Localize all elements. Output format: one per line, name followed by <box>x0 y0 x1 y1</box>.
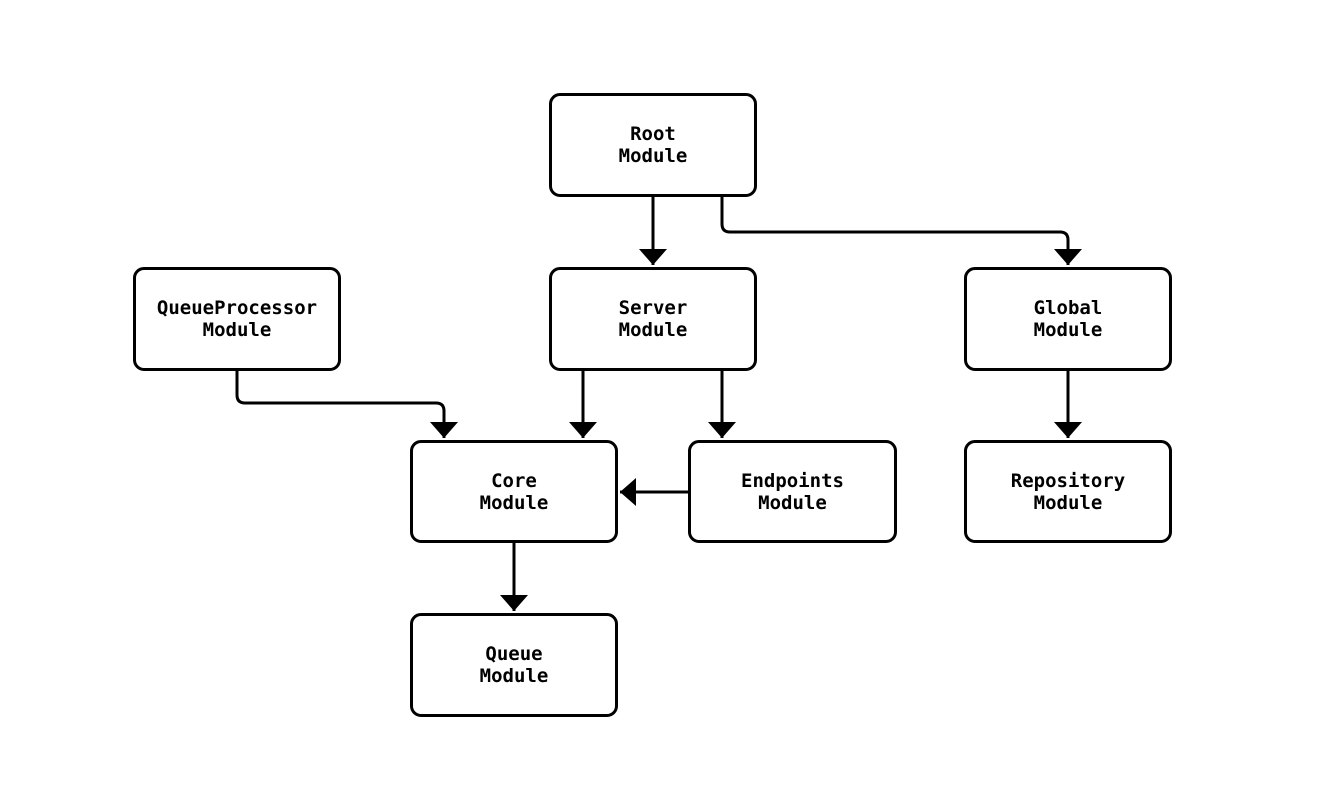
node-server-module: Server Module <box>549 267 757 371</box>
node-endpoints-module: Endpoints Module <box>688 440 897 543</box>
node-label: Server Module <box>618 297 688 341</box>
node-core-module: Core Module <box>410 440 618 543</box>
node-label: Endpoints Module <box>741 469 844 514</box>
node-label: Global Module <box>1033 297 1103 341</box>
node-label: Core Module <box>479 469 549 514</box>
node-label: Root Module <box>618 123 688 167</box>
edge-root-global <box>720 197 1082 265</box>
node-label: Queue Module <box>479 643 549 687</box>
node-repository-module: Repository Module <box>964 440 1172 543</box>
node-queue-module: Queue Module <box>410 613 618 717</box>
node-global-module: Global Module <box>964 267 1172 371</box>
node-queueprocessor-module: QueueProcessor Module <box>133 267 341 371</box>
node-label: Repository Module <box>1010 469 1126 514</box>
edge-queueprocessor-core <box>235 371 458 438</box>
node-root-module: Root Module <box>549 93 757 197</box>
node-label: QueueProcessor Module <box>156 297 318 341</box>
